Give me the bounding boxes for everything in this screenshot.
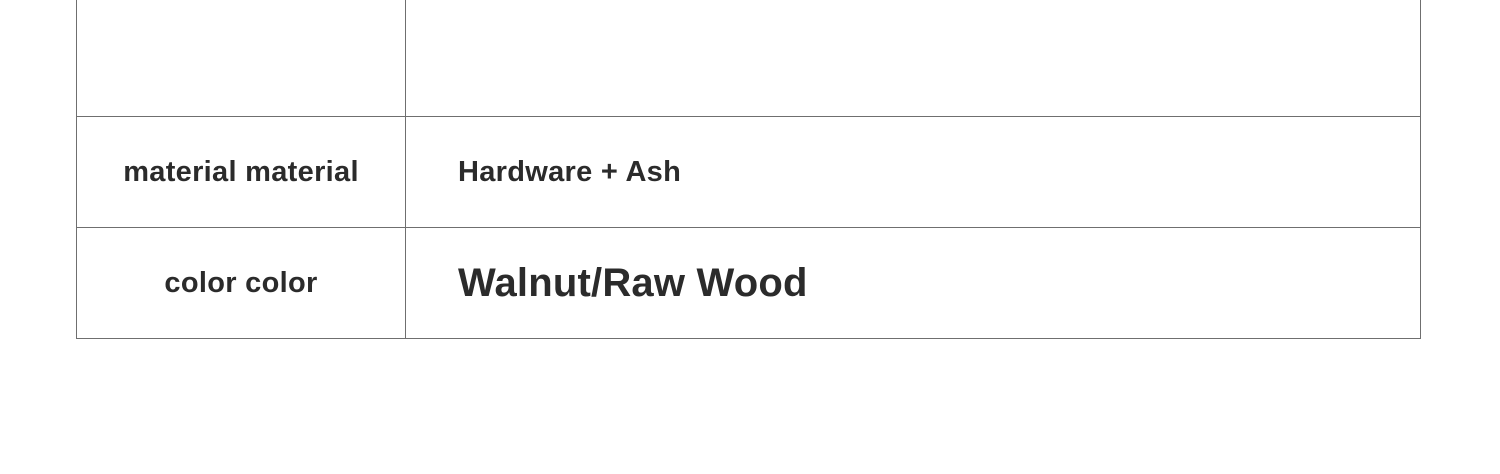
table-row-material: material material Hardware + Ash — [77, 116, 1420, 227]
table-row-color: color color Walnut/Raw Wood — [77, 227, 1420, 338]
spec-value-material: Hardware + Ash — [458, 155, 682, 188]
spec-label-cell-empty — [77, 0, 406, 116]
spec-value-cell-empty — [406, 0, 1420, 116]
spec-value-color: Walnut/Raw Wood — [458, 260, 808, 305]
spec-label-color: color color — [77, 228, 406, 338]
spec-label-material: material material — [77, 117, 406, 227]
spec-table: material material Hardware + Ash color c… — [76, 0, 1421, 339]
table-row-cutoff — [77, 0, 1420, 116]
